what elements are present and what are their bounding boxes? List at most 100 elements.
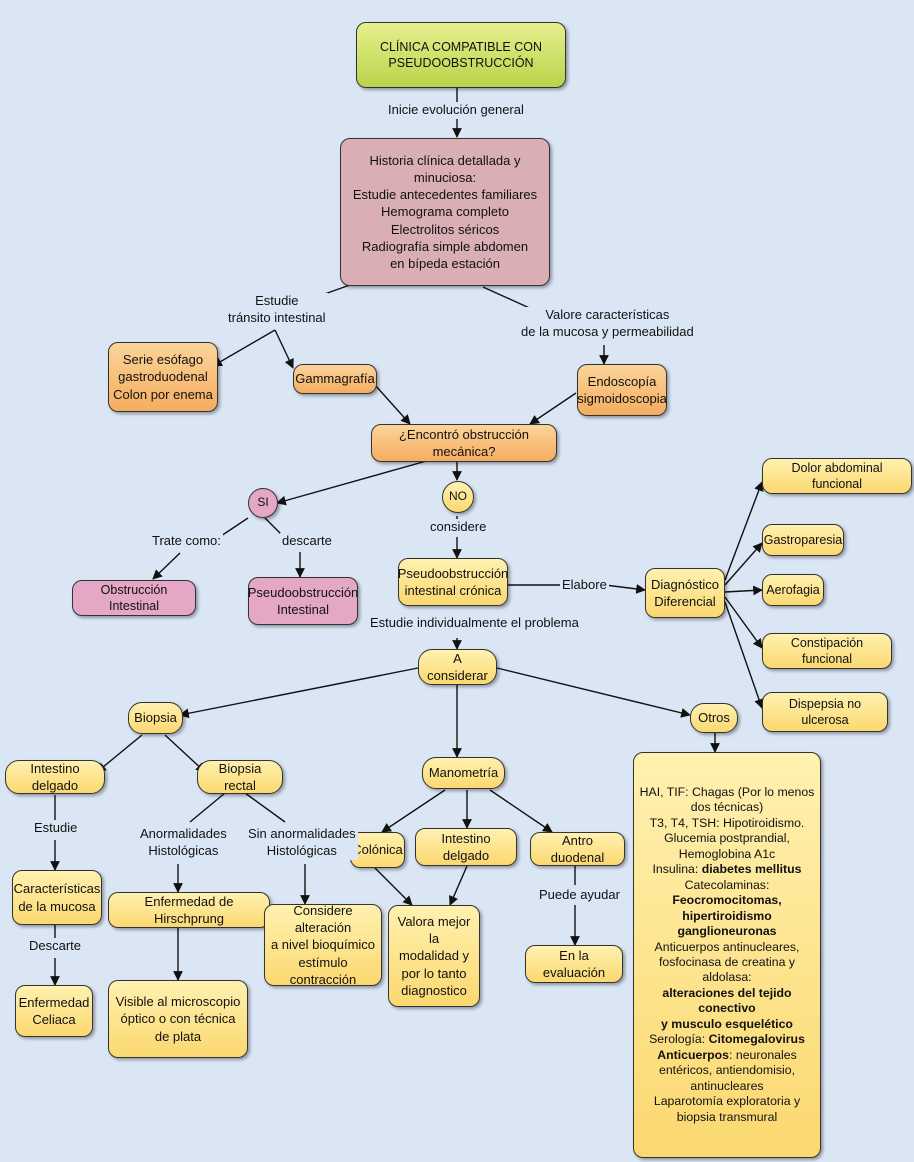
node-a-considerar: A considerar: [418, 649, 497, 685]
otros-list-line: dos técnicas): [691, 800, 763, 815]
text-segment: Hemoglobina A1c: [678, 846, 776, 861]
arrow-trate-obstruccion: [152, 552, 181, 580]
text-line: Estudie antecedentes familiares: [352, 187, 538, 203]
label-puede-ayudar: Puede ayudar: [537, 887, 622, 904]
text-segment: : neuronales: [729, 1047, 797, 1062]
arrow-colonica-valora: [374, 867, 413, 906]
otros-list-line: Insulina: diabetes mellitus: [653, 862, 802, 877]
node-manometria: Manometría: [422, 757, 505, 789]
otros-list-line: Catecolaminas:: [685, 878, 770, 893]
text-segment: Glucemia postprandial,: [664, 831, 790, 846]
label-estudie: Estudie: [32, 820, 80, 837]
text-line: Valore características: [545, 307, 670, 322]
node-obstruccion: Obstrucción Intestinal: [72, 580, 196, 616]
text-line: Electrolitos séricos: [390, 221, 500, 237]
text-line: Pseudoobstrucción: [397, 565, 509, 581]
otros-list-line: alteraciones del tejido conectivo: [638, 986, 816, 1017]
text-line: estímulo contracción: [289, 954, 357, 987]
node-biopsia: Biopsia: [128, 702, 183, 734]
line-rectal-anormalidades: [189, 792, 226, 823]
node-gastroparesia: Gastroparesia: [762, 524, 844, 556]
node-antro: Antro duodenal: [530, 832, 625, 866]
label-considere: considere: [428, 519, 489, 536]
text-line: Histológicas: [266, 842, 337, 858]
bold-segment: y musculo esquelético: [661, 1016, 793, 1031]
text-line: por lo tanto: [401, 965, 467, 981]
node-encontro: ¿Encontró obstrucción mecánica?: [371, 424, 557, 462]
text-line: Pseudoobstrucción: [247, 584, 359, 600]
text-line: Valora mejor la: [397, 914, 471, 947]
arrow-intestino-valora: [449, 865, 468, 906]
text-segment: biopsia transmural: [676, 1109, 778, 1124]
label-descarte-si: descarte: [280, 533, 334, 550]
line-rectal-sin: [244, 792, 286, 823]
arrow-encontro-si: [276, 459, 431, 506]
node-intestino-delgado: Intestino delgado: [5, 760, 105, 794]
text-segment: T3, T4, TSH: Hipotiroidismo.: [649, 815, 805, 830]
text-segment: fosfocinasa de creatina y aldolasa:: [658, 955, 796, 985]
text-line: diagnostico: [401, 982, 467, 998]
arrow-gammagrafia-encontro: [374, 384, 411, 425]
otros-list-line: Glucemia postprandial,: [664, 831, 790, 846]
text-line: Estudie: [255, 293, 299, 308]
bold-segment: diabetes mellitus: [701, 862, 802, 877]
arrow-biopsia-intestino: [96, 734, 143, 773]
bold-segment: hipertiroidismo ganglioneuronas: [677, 908, 777, 939]
arrow-manometria-antro: [489, 789, 553, 833]
label-inicie: Inicie evolución general: [386, 102, 526, 119]
text-line: Anormalidades: [140, 826, 227, 841]
node-biopsia-rectal: Biopsia rectal: [197, 760, 283, 794]
node-gammagrafia: Gammagrafía: [293, 364, 377, 394]
otros-list-line: Anticuerpos antinucleares,: [655, 940, 800, 955]
arrow-estudie-serie: [212, 329, 276, 367]
text-line: Serie esófago: [122, 352, 204, 368]
node-colonica: Colónica: [350, 832, 405, 868]
text-line: tránsito intestinal: [228, 309, 326, 325]
otros-list-line: Feocromocitomas,: [672, 893, 781, 908]
otros-list-line: Laparotomía exploratoria y: [654, 1094, 800, 1109]
otros-list-line: T3, T4, TSH: Hipotiroidismo.: [650, 816, 805, 831]
text-line: Histológicas: [148, 842, 219, 858]
otros-list-line: HAI, TIF: Chagas (Por lo menos: [640, 785, 815, 800]
text-line: Considere alteración: [293, 903, 353, 936]
otros-list-line: Anticuerpos: neuronales: [657, 1048, 796, 1063]
text-segment: Anticuerpos antinucleares,: [654, 939, 800, 954]
text-line: Diagnóstico: [651, 576, 719, 592]
label-estudie-individual: Estudie individualmente el problema: [368, 615, 581, 632]
text-line: Visible al microscopio: [115, 994, 241, 1010]
text-segment: Insulina:: [652, 862, 702, 877]
arrow-diagnostico-constipacion: [724, 596, 763, 649]
node-otros: Otros: [690, 703, 738, 733]
text-segment: HAI, TIF: Chagas (Por lo menos: [639, 784, 815, 799]
arrow-diagnostico-dispepsia: [724, 601, 764, 709]
text-line: Colon por enema: [113, 386, 213, 402]
text-line: de plata: [154, 1028, 202, 1044]
text-line: de la mucosa y permeabilidad: [521, 323, 694, 339]
node-dolor: Dolor abdominal funcional: [762, 458, 912, 494]
arrow-endoscopia-encontro: [529, 392, 577, 425]
text-line: Radiografía simple abdomen: [361, 238, 529, 254]
text-line: gastroduodenal: [118, 369, 208, 385]
text-segment: Serología:: [649, 1032, 709, 1047]
node-aerofagia: Aerofagia: [762, 574, 824, 606]
label-descarte: Descarte: [27, 938, 84, 955]
arrow-diagnostico-dolor: [724, 481, 764, 581]
text-line: Historia clínica detallada y minuciosa:: [369, 152, 521, 186]
text-line: Características: [13, 881, 101, 897]
text-segment: entéricos, antiendomisio,: [658, 1063, 796, 1078]
bold-segment: Anticuerpos: [657, 1047, 730, 1062]
otros-list-line: Serología: Citomegalovirus: [649, 1032, 805, 1047]
text-line: CLÍNICA COMPATIBLE CON: [379, 39, 543, 54]
node-intestino-delgado-m: Intestino delgado: [415, 828, 517, 866]
